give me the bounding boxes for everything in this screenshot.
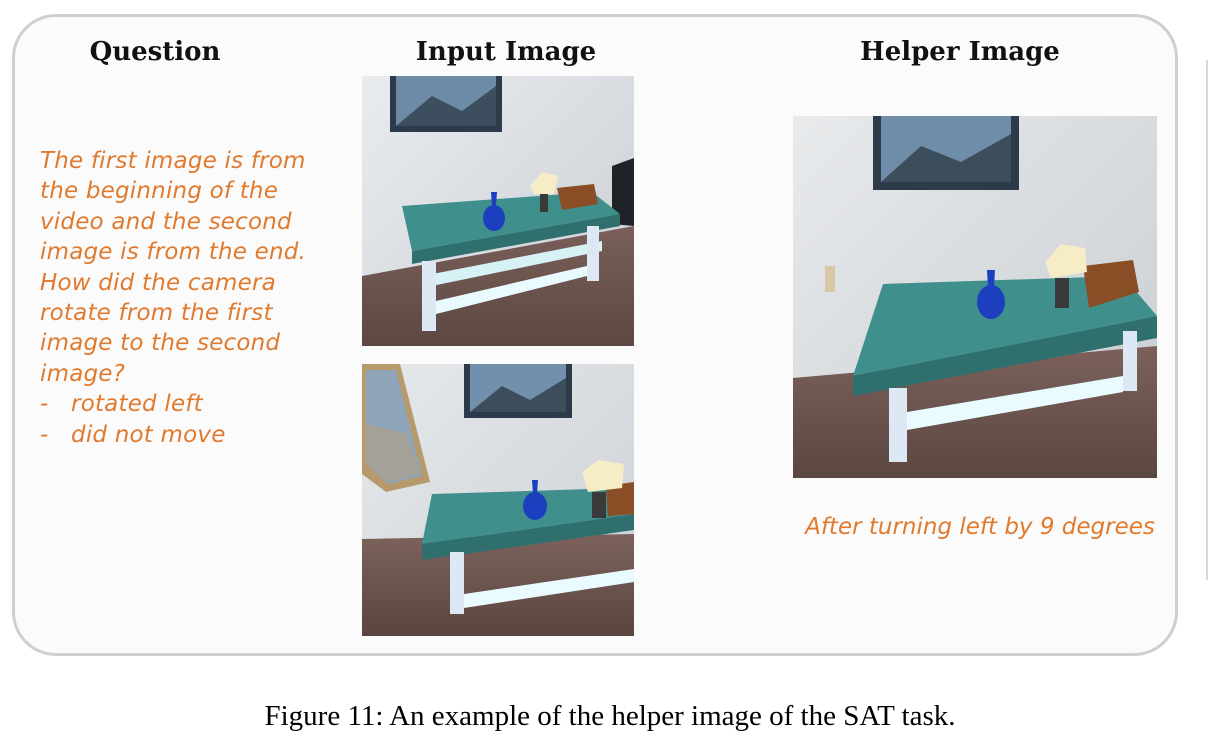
input-image-first — [362, 76, 634, 346]
helper-image — [793, 116, 1157, 478]
input-image-heading: Input Image — [415, 37, 597, 67]
option-did-not-move: - did not move — [40, 421, 226, 448]
helper-image-caption: After turning left by 9 degrees — [805, 514, 1155, 540]
question-text-block: The first image is from the beginning of… — [40, 146, 340, 450]
input-image-second — [362, 364, 634, 636]
question-heading: Question — [89, 37, 221, 67]
figure-caption: Figure 11: An example of the helper imag… — [264, 700, 956, 732]
page-edge-divider — [1206, 60, 1208, 580]
question-text: The first image is from the beginning of… — [40, 148, 307, 387]
helper-image-heading: Helper Image — [860, 37, 1060, 67]
option-rotated-left: - rotated left — [40, 391, 203, 418]
